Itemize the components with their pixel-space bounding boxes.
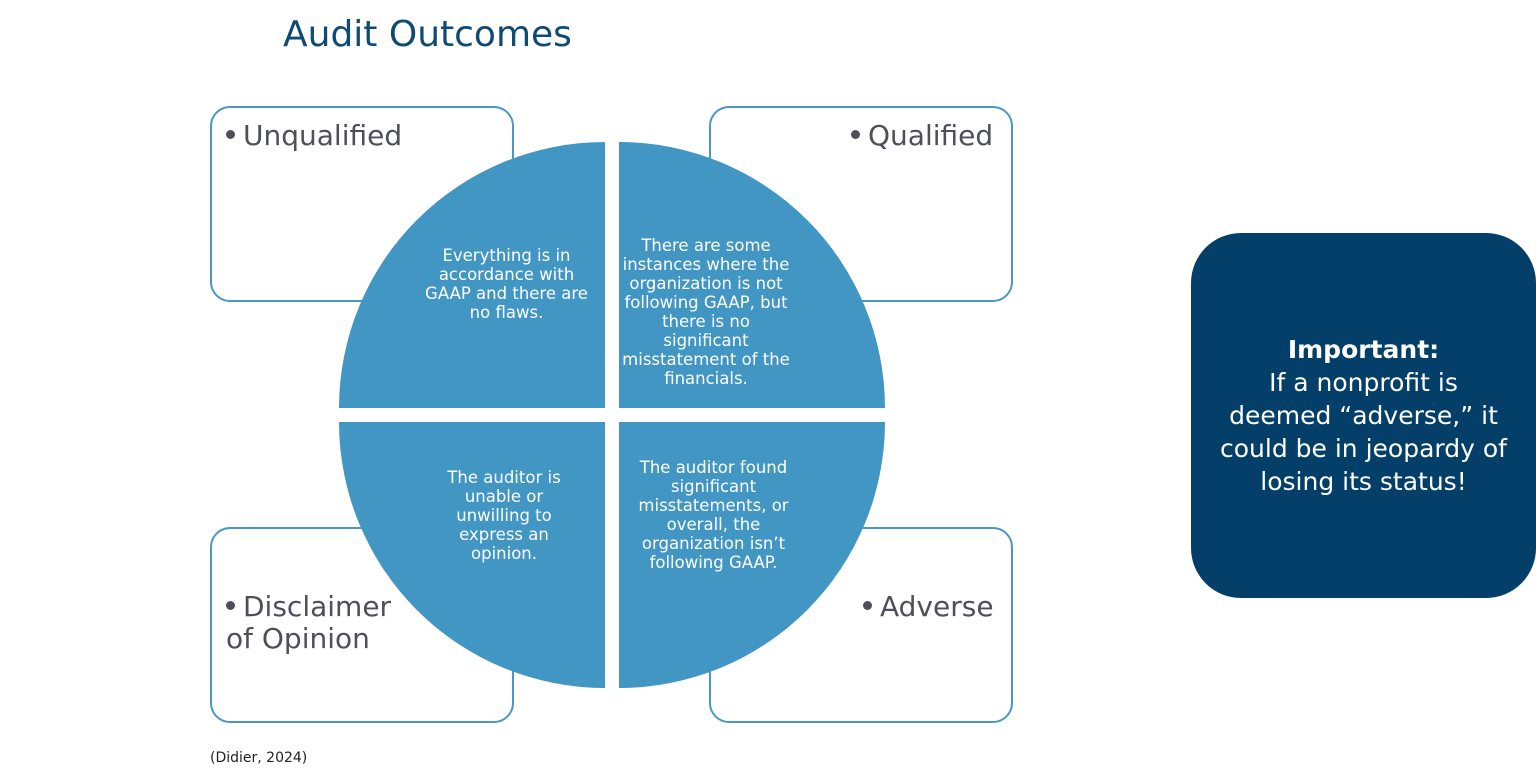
bullet-icon	[851, 129, 860, 139]
label-text: Qualified	[868, 119, 994, 152]
callout-heading: Important:	[1287, 335, 1440, 364]
bullet-icon	[226, 600, 235, 610]
bullet-icon	[863, 600, 872, 610]
quadrant-text-qualified: There are some instances where the organ…	[622, 236, 790, 388]
label-text: Adverse	[880, 590, 994, 623]
quadrant-text-adverse: The auditor found significant misstateme…	[638, 458, 789, 572]
important-callout: Important: If a nonprofit is deemed “adv…	[1191, 233, 1536, 598]
label-text: Unqualified	[243, 119, 403, 152]
quadrant-qualified: There are some instances where the organ…	[619, 142, 885, 408]
quadrant-text-unqualified: Everything is in accordance with GAAP an…	[425, 246, 588, 322]
page-title: Audit Outcomes	[283, 14, 572, 55]
label-text: Disclaimer of Opinion	[226, 590, 392, 655]
quadrant-disclaimer: The auditor is unable or unwilling to ex…	[339, 422, 605, 688]
outcome-label-disclaimer: Disclaimer of Opinion	[226, 591, 416, 655]
outcome-label-unqualified: Unqualified	[226, 120, 402, 152]
quadrant-text-disclaimer: The auditor is unable or unwilling to ex…	[447, 468, 561, 563]
citation: (Didier, 2024)	[210, 750, 308, 766]
outcome-label-qualified: Qualified	[851, 120, 993, 152]
callout-body: If a nonprofit is deemed “adverse,” it c…	[1220, 368, 1507, 496]
bullet-icon	[226, 129, 235, 139]
outcome-label-adverse: Adverse	[863, 591, 994, 623]
